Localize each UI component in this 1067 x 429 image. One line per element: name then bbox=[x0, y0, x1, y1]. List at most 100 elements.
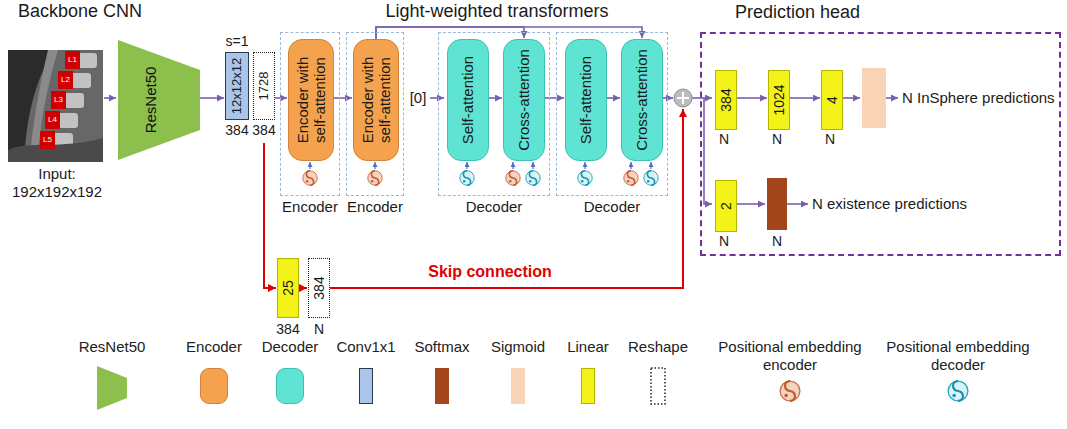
self-attention-block: Self-attention bbox=[565, 39, 607, 161]
conv-block: 12x12x12 bbox=[225, 52, 249, 120]
embedding-arrow bbox=[309, 162, 310, 169]
block-label: 25 bbox=[280, 280, 296, 296]
flow-arrow bbox=[886, 97, 898, 99]
vertebra-tag: L1 bbox=[65, 51, 80, 68]
legend-resnet-shape bbox=[97, 366, 127, 410]
legend-label: Positional embedding encoder bbox=[714, 338, 866, 374]
legend-embedding-decoder-icon bbox=[948, 381, 968, 401]
legend-label: Conv1x1 bbox=[336, 338, 395, 356]
section-title: Light-weighted transformers bbox=[385, 1, 608, 23]
block-label: L1 bbox=[68, 55, 77, 64]
linear-block: 4 bbox=[821, 70, 843, 130]
legend-label: Sigmoid bbox=[491, 338, 545, 356]
flow-arrow bbox=[662, 97, 673, 99]
dimension-label: N bbox=[314, 321, 324, 338]
dimension-label: N bbox=[825, 131, 835, 148]
block-label: Encoder with self-attention bbox=[294, 50, 329, 150]
block-label: 1728 bbox=[257, 72, 272, 101]
ct-pelvis bbox=[8, 138, 103, 162]
vertebra-tag: L2 bbox=[58, 71, 73, 88]
embedding-arrow bbox=[630, 162, 631, 169]
group-heading: Decoder bbox=[466, 198, 523, 215]
skip-lines bbox=[264, 109, 683, 288]
dimension-label: N bbox=[772, 233, 782, 250]
legend-reshape-shape bbox=[651, 368, 665, 404]
block-label: L2 bbox=[61, 75, 70, 84]
flow-arrow bbox=[545, 97, 564, 99]
flow-arrow bbox=[734, 203, 765, 205]
embedding-arrow bbox=[512, 162, 513, 169]
output-label: N existence predictions bbox=[812, 195, 967, 213]
block-label: 1024 bbox=[771, 84, 787, 115]
skip-line bbox=[264, 143, 276, 288]
group-heading: Encoder bbox=[282, 198, 338, 215]
block-label: 384 bbox=[311, 276, 327, 299]
vertebra-tag: L5 bbox=[40, 131, 55, 148]
legend-swatch bbox=[359, 368, 373, 404]
cross-attention-block: Cross-attention bbox=[621, 39, 663, 161]
sum-circle bbox=[674, 89, 692, 107]
reshape-block: 384 bbox=[308, 258, 330, 318]
embedding-decoder-icon bbox=[578, 171, 592, 185]
dimension-label: 384 bbox=[276, 321, 299, 338]
embedding-arrow bbox=[650, 162, 651, 169]
section-title: Backbone CNN bbox=[18, 1, 142, 23]
encoder-group: EncoderEncoder with self-attention bbox=[346, 32, 404, 196]
vertebra-tag: L4 bbox=[45, 111, 60, 128]
skip-line bbox=[330, 109, 683, 288]
vertebra bbox=[77, 53, 97, 68]
sigmoid-block bbox=[862, 68, 886, 128]
embedding-arrow bbox=[374, 162, 375, 169]
embedding-arrow bbox=[532, 162, 533, 169]
legend-swatch bbox=[200, 368, 228, 404]
group-heading: Prediction head bbox=[735, 2, 860, 23]
legend-swatch bbox=[435, 368, 449, 404]
input-label: Input: 192x192x192 bbox=[7, 165, 107, 201]
softmax-block bbox=[767, 178, 787, 230]
embedding-arrows bbox=[310, 162, 651, 169]
dimension-label: 384 bbox=[252, 122, 275, 139]
block-label: Cross-attention bbox=[633, 49, 650, 151]
encoder-block: Encoder with self-attention bbox=[288, 39, 334, 161]
flow-arrow bbox=[692, 97, 712, 99]
block-label: Cross-attention bbox=[515, 49, 532, 151]
legend-label: Softmax bbox=[414, 338, 469, 356]
flow-arrow bbox=[787, 203, 808, 205]
flow-arrow bbox=[704, 98, 712, 204]
linear-block: 2 bbox=[715, 180, 737, 232]
flow-arrow bbox=[840, 97, 860, 99]
dimension-label: 384 bbox=[225, 122, 248, 139]
block-label: 2 bbox=[718, 202, 734, 210]
block-label: 384 bbox=[718, 88, 734, 111]
sum-symbol bbox=[674, 89, 692, 107]
query-init-label: [0] bbox=[410, 89, 427, 107]
block-label: Self-attention bbox=[459, 56, 476, 144]
flow-arrow bbox=[200, 97, 224, 99]
legend-label: Decoder bbox=[262, 338, 319, 356]
legend-label: Reshape bbox=[628, 338, 688, 356]
flow-arrow bbox=[430, 97, 444, 99]
legend-label: Positional embedding decoder bbox=[882, 338, 1034, 374]
decoder-group: DecoderSelf-attentionCross-attention bbox=[438, 32, 550, 196]
embedding-encoder-icon bbox=[506, 171, 520, 185]
vertebra bbox=[71, 73, 91, 88]
block-label: L3 bbox=[54, 95, 63, 104]
vertebra bbox=[64, 93, 84, 108]
cross-attention-block: Cross-attention bbox=[503, 39, 545, 161]
output-label: N InSphere predictions bbox=[902, 89, 1055, 107]
ct-image bbox=[8, 50, 103, 162]
backbone-shape bbox=[118, 40, 200, 160]
prediction-head-panel: Prediction head384102442 bbox=[700, 32, 1061, 256]
block-label: 12x12x12 bbox=[230, 58, 245, 114]
group-heading: Decoder bbox=[584, 198, 641, 215]
block-label: L4 bbox=[48, 115, 57, 124]
dimension-label: N bbox=[772, 131, 782, 148]
flow-arrow bbox=[737, 97, 767, 99]
edge-layer bbox=[200, 27, 820, 288]
flow-arrow bbox=[275, 97, 287, 99]
legend-swatch bbox=[276, 368, 304, 404]
block-label: Encoder with self-attention bbox=[359, 50, 394, 150]
backbone-block: ResNet50 bbox=[118, 40, 200, 160]
